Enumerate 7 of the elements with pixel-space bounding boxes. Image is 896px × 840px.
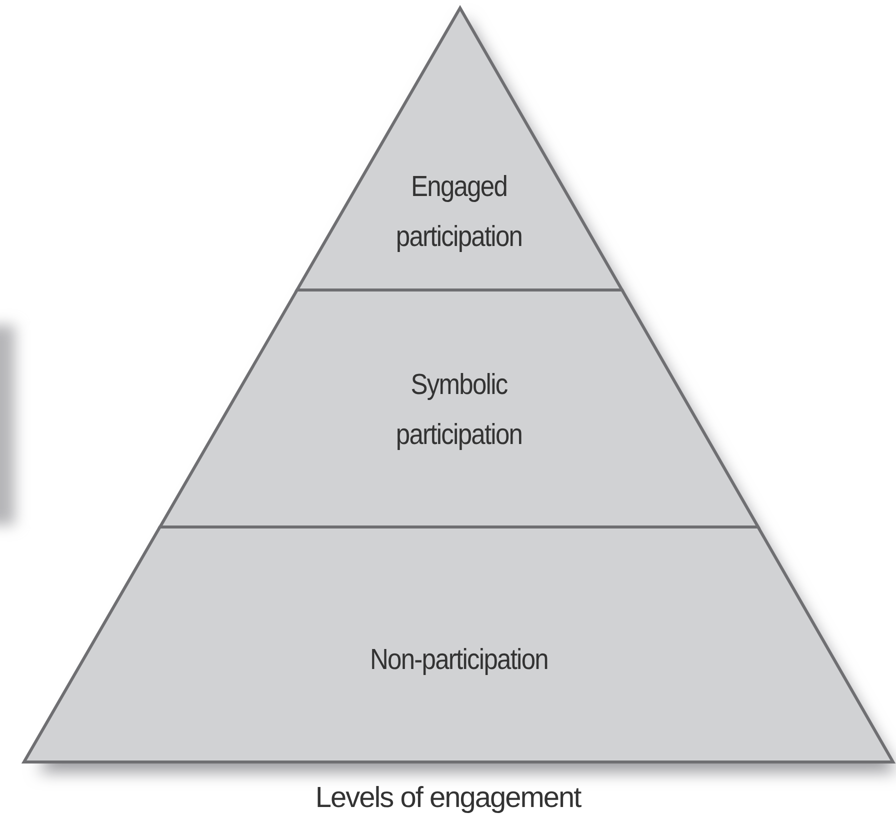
caption: Levels of engagement (314, 782, 582, 815)
tier-label: Engaged participation (395, 170, 524, 255)
pyramid-tier (296, 8, 622, 290)
tier-label: Non-participation (368, 643, 548, 678)
pyramid-tier (24, 527, 893, 762)
pyramid-tier (160, 290, 758, 527)
tier-label: Symbolic participation (394, 368, 524, 453)
